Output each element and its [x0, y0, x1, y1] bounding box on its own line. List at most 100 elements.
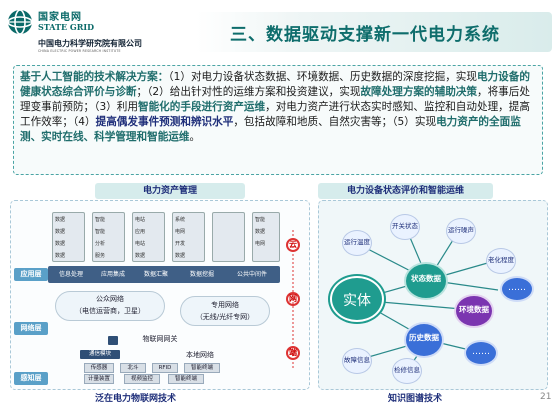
more-label-top: …… — [508, 283, 526, 293]
public-network-label: 公众网络 — [96, 295, 124, 303]
institute-name-cn: 中国电力科学研究院有限公司 — [38, 39, 142, 48]
asset-management-header: 电力资产管理 — [95, 183, 245, 199]
run-temp-label: 运行温度 — [344, 238, 370, 246]
description-box — [13, 65, 543, 175]
sensing-item: 视频监控 — [124, 374, 160, 384]
iot-tech-footer: 泛在电力物联网技术 — [95, 394, 177, 404]
public-network-sub: （电信运营商，卫星） — [75, 307, 145, 315]
fault-info-node: 故障信息 — [342, 348, 372, 374]
run-noise-label: 运行噪声 — [448, 226, 474, 234]
server-rack — [92, 212, 125, 262]
local-network-label: 本地网络 — [186, 351, 214, 359]
para-highlight: 智能化的手段进行资产运维 — [137, 101, 266, 113]
sensing-item: 北斗 — [120, 363, 146, 373]
server-rack — [252, 212, 280, 262]
server-label: 智能 — [95, 229, 106, 235]
server-label: 分析 — [95, 241, 106, 247]
page-title: 三、数据驱动支撑新一代电力系统 — [230, 25, 500, 45]
run-temp-node: 运行温度 — [342, 230, 372, 256]
private-network-sub: （无线/光纤专网） — [195, 313, 255, 321]
server-rack — [132, 212, 165, 262]
para-highlight: 故障处理方案的辅助决策 — [360, 86, 477, 98]
institute-name-en: CHINA ELECTRIC POWER RESEARCH INSTITUTE — [38, 49, 121, 53]
aging-node: 老化程度 — [486, 248, 516, 274]
para-highlight: 电力设备的健康状态综合评价与诊断 — [20, 71, 530, 98]
private-network-cloud — [180, 296, 270, 326]
network-layer-label: 网络层 — [14, 322, 48, 335]
para-text: ，包括故障和地质、自然灾害等；（5）实现 — [233, 116, 437, 128]
para-highlight: 电力资产的全面监测、实时在线、科学管理和智能运维 — [20, 116, 521, 143]
server-label: 电网 — [255, 241, 266, 247]
more-node-top: …… — [500, 276, 534, 302]
server-label: 数据 — [55, 217, 66, 223]
server-label: 数据 — [175, 253, 186, 259]
entity-node: 实体 — [330, 276, 384, 322]
comm-module: 通信模块 — [80, 350, 120, 359]
application-bar — [48, 266, 280, 283]
state-data-node: 状态数据 — [404, 262, 448, 300]
para-text: ，将事后处理变事前预防；（3）利用 — [20, 86, 530, 113]
server-label: 数据 — [135, 253, 146, 259]
knowledge-graph-footer: 知识图谱技术 — [388, 394, 443, 404]
sensing-item: 智能终端 — [168, 374, 204, 384]
run-noise-node: 运行噪声 — [446, 218, 476, 244]
switch-state-node: 开关状态 — [390, 214, 420, 240]
server-label: 数据 — [255, 229, 266, 235]
equipment-evaluation-header: 电力设备状态评价和智能运维 — [318, 183, 493, 199]
description-paragraph: 基于人工智能的技术解决方案：（1）对电力设备状态数据、环境数据、历史数据的深度挖… — [20, 70, 540, 145]
server-label: 应用 — [135, 229, 146, 235]
app-item: 数据汇聚 — [143, 271, 168, 278]
title-banner — [196, 12, 552, 52]
para-text: ，对电力资产进行状态实时感知、监控和自动处理，提高工作效率；（4） — [20, 101, 530, 128]
para-highlight: 提高偶发事件预测和辨识水平 — [95, 116, 234, 128]
env-data-label: 环境数据 — [459, 305, 489, 314]
public-network-cloud — [55, 291, 165, 321]
gateway-icon — [108, 336, 118, 345]
server-label: 电站 — [135, 217, 146, 223]
env-data-node: 环境数据 — [454, 294, 494, 328]
history-data-label: 历史数据 — [409, 333, 439, 342]
server-label: 智能 — [255, 217, 266, 223]
repair-info-label: 检修信息 — [394, 366, 420, 374]
server-label: 开发 — [175, 241, 186, 247]
state-grid-logo-icon — [7, 9, 33, 35]
aging-label: 老化程度 — [488, 256, 514, 264]
page-number: 21 — [540, 392, 552, 402]
header: 国家电网 STATE GRID 中国电力科学研究院有限公司 CHINA ELEC… — [0, 0, 560, 60]
app-item: 数据挖掘 — [189, 271, 214, 278]
para-text: 。 — [189, 131, 201, 143]
app-item: 应用集成 — [100, 271, 125, 278]
para-text: （1）对电力设备状态数据、环境数据、历史数据的深度挖掘，实现 — [168, 71, 477, 83]
private-network-label: 专用网络 — [211, 301, 239, 309]
server-rack — [172, 212, 205, 262]
repair-info-node: 检修信息 — [392, 358, 422, 384]
server-label: 系统 — [175, 217, 186, 223]
app-item: 信息处理 — [58, 271, 83, 278]
server-label: 数据 — [55, 253, 66, 259]
more-label-bottom: …… — [472, 347, 490, 357]
sensing-item: 计量装置 — [84, 374, 114, 384]
solution-label: 基于人工智能的技术解决方案： — [20, 71, 169, 83]
entity-label: 实体 — [343, 293, 371, 309]
perception-layer-label: 感知层 — [14, 372, 48, 385]
fault-info-label: 故障信息 — [344, 356, 370, 364]
company-name-en: STATE GRID — [38, 22, 95, 32]
gateway-label: 物联网网关 — [142, 335, 178, 343]
sensing-item: RFID — [152, 363, 178, 373]
server-label: 智能 — [95, 217, 106, 223]
server-label: 数据 — [55, 241, 66, 247]
switch-state-label: 开关状态 — [392, 222, 418, 230]
server-label: 服务 — [95, 253, 106, 259]
cloud-network-end-arrow — [292, 230, 294, 370]
server-label: 电网 — [175, 229, 186, 235]
server-label: 数据 — [55, 229, 66, 235]
sensing-item: 传感器 — [84, 363, 114, 373]
state-data-label: 状态数据 — [411, 274, 441, 283]
sensing-item: 智能终端 — [184, 363, 220, 373]
application-layer-label: 应用层 — [14, 268, 48, 281]
para-text: ；（2）给出针对性的运维方案和投资建议，实现 — [136, 86, 361, 98]
company-name-cn: 国家电网 — [38, 12, 82, 23]
server-rack — [212, 212, 245, 262]
app-item: 公共中间件 — [236, 271, 267, 278]
server-label: 电站 — [135, 241, 146, 247]
